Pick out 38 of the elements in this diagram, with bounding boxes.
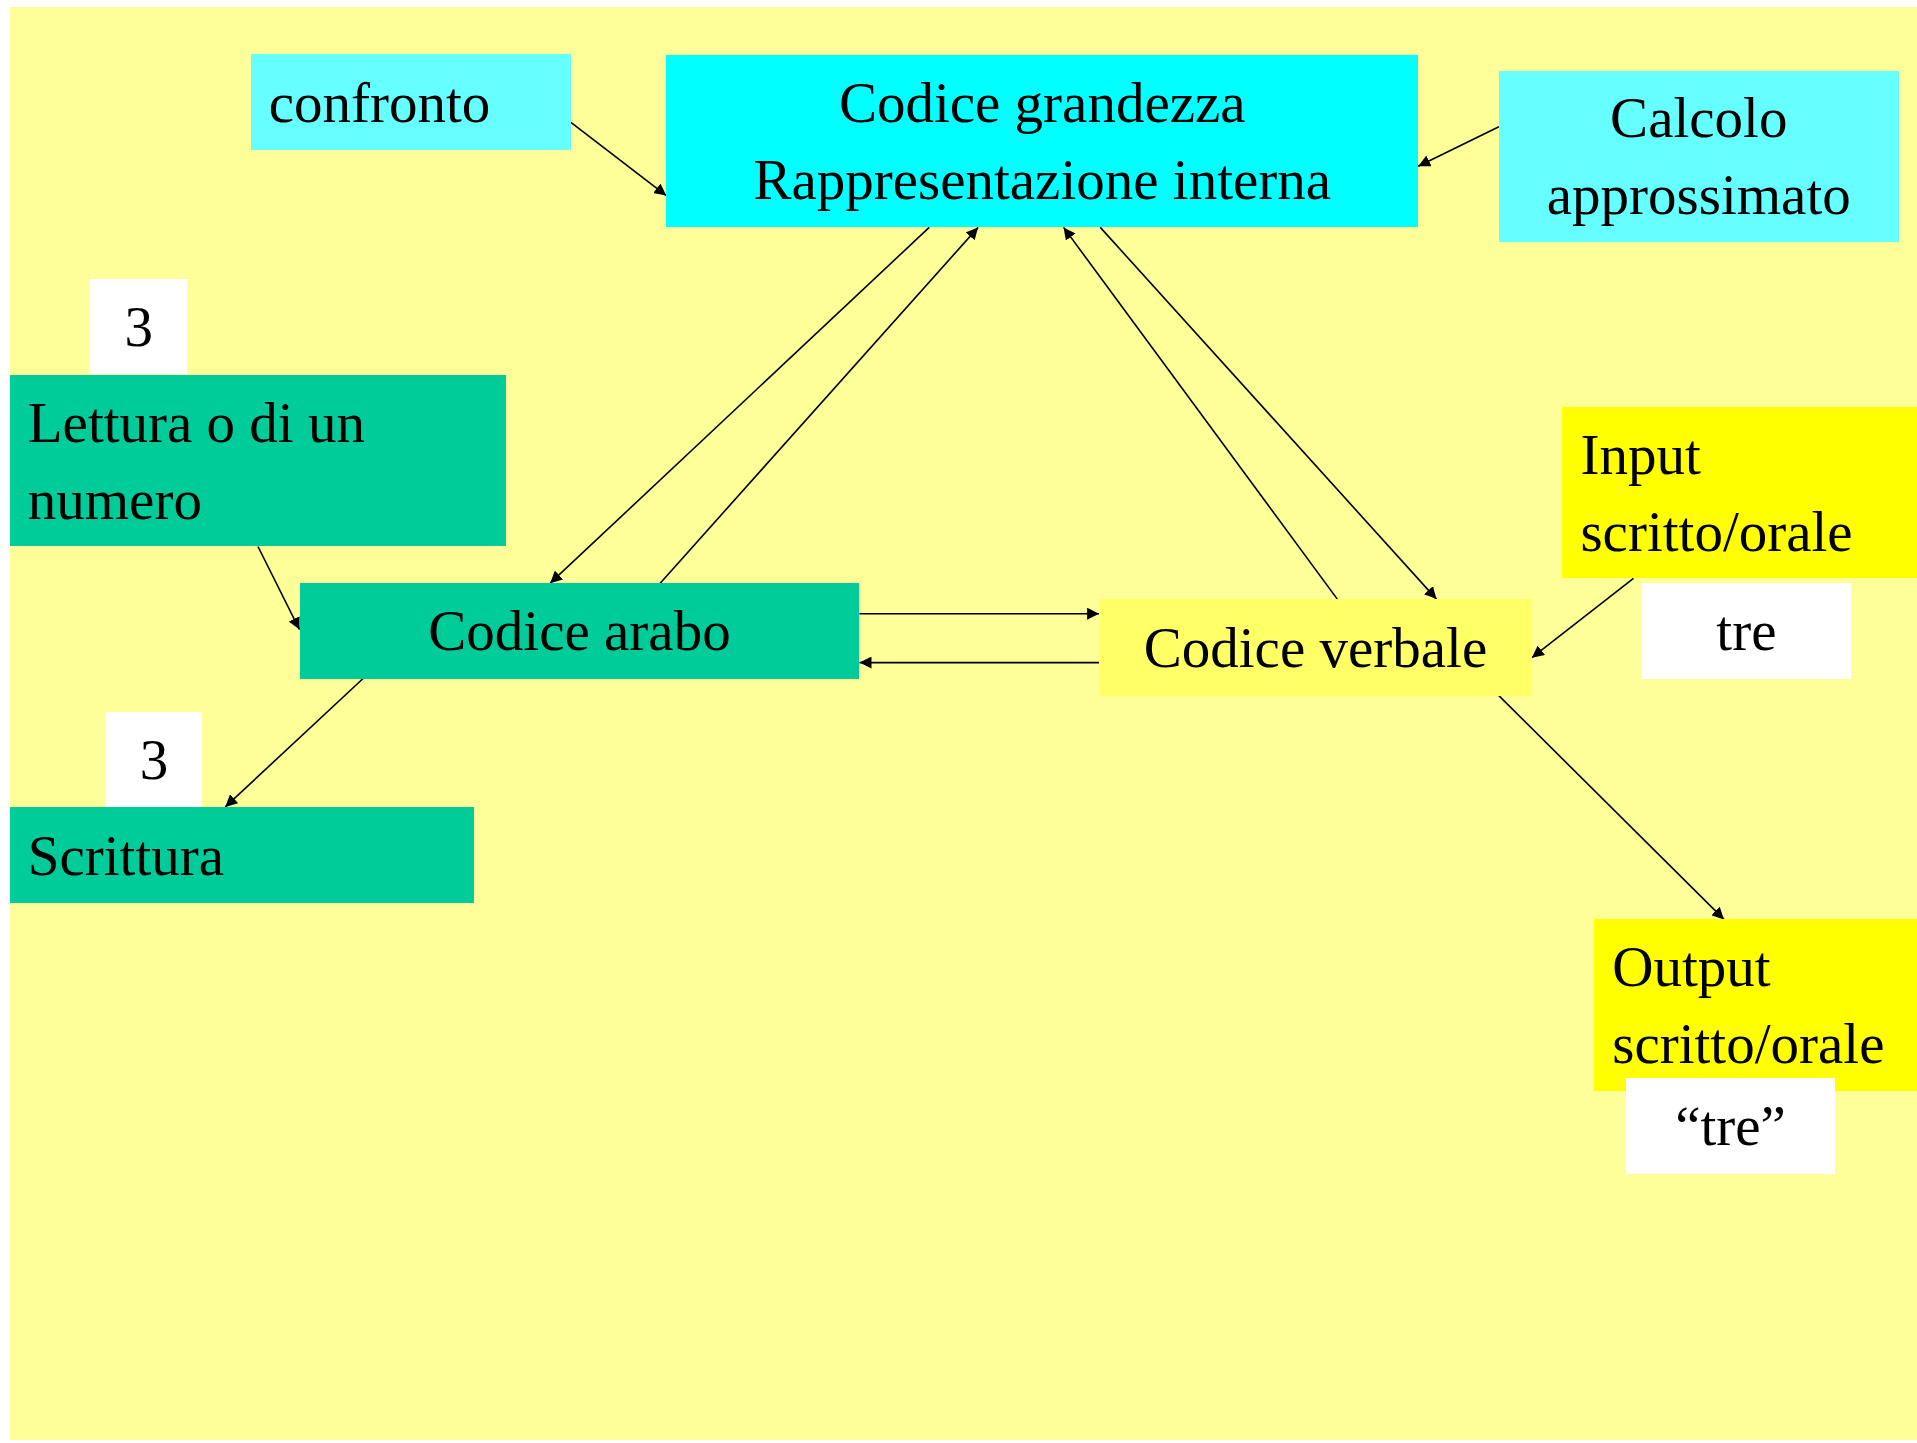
label-box [1099, 599, 1532, 696]
number-box [1641, 583, 1851, 679]
arrow [858, 656, 1100, 669]
arrow [1099, 226, 1438, 600]
node-text: Codice verbale [1143, 614, 1488, 681]
node-text: Codice arabo [428, 598, 731, 665]
label-box [1562, 407, 1917, 579]
label-box [250, 53, 571, 151]
node-text: Calcolo approssimato [1545, 85, 1852, 229]
label-box [299, 583, 860, 679]
arrow [1062, 226, 1339, 600]
node-text: Input scritto/orale [1580, 421, 1854, 565]
arrow [1417, 125, 1500, 167]
node-text: 3 [124, 293, 153, 360]
node-text: Lettura o di un numero [27, 389, 366, 533]
label-box [1594, 919, 1917, 1091]
node-text: Scrittura [27, 822, 225, 889]
node-text: confronto [268, 69, 491, 136]
arrow [549, 226, 930, 584]
node-text: “tre” [1675, 1093, 1786, 1160]
number-box [106, 711, 202, 807]
number-box [1626, 1078, 1836, 1174]
arrow [659, 226, 979, 584]
label-box [1498, 70, 1899, 243]
arrow [570, 121, 668, 197]
node-text: Output scritto/orale [1612, 933, 1886, 1077]
label-box [9, 806, 475, 904]
label-box [666, 55, 1419, 228]
arrow [1498, 694, 1725, 921]
arrow [858, 607, 1100, 620]
label-box [9, 375, 507, 547]
node-text: tre [1716, 598, 1777, 665]
node-text: Codice grandezza Rappresentazione interna [752, 70, 1333, 214]
arrow [257, 545, 301, 631]
arrow [224, 677, 364, 808]
node-text: 3 [139, 726, 169, 793]
number-box [90, 278, 188, 375]
arrow [1531, 577, 1635, 659]
